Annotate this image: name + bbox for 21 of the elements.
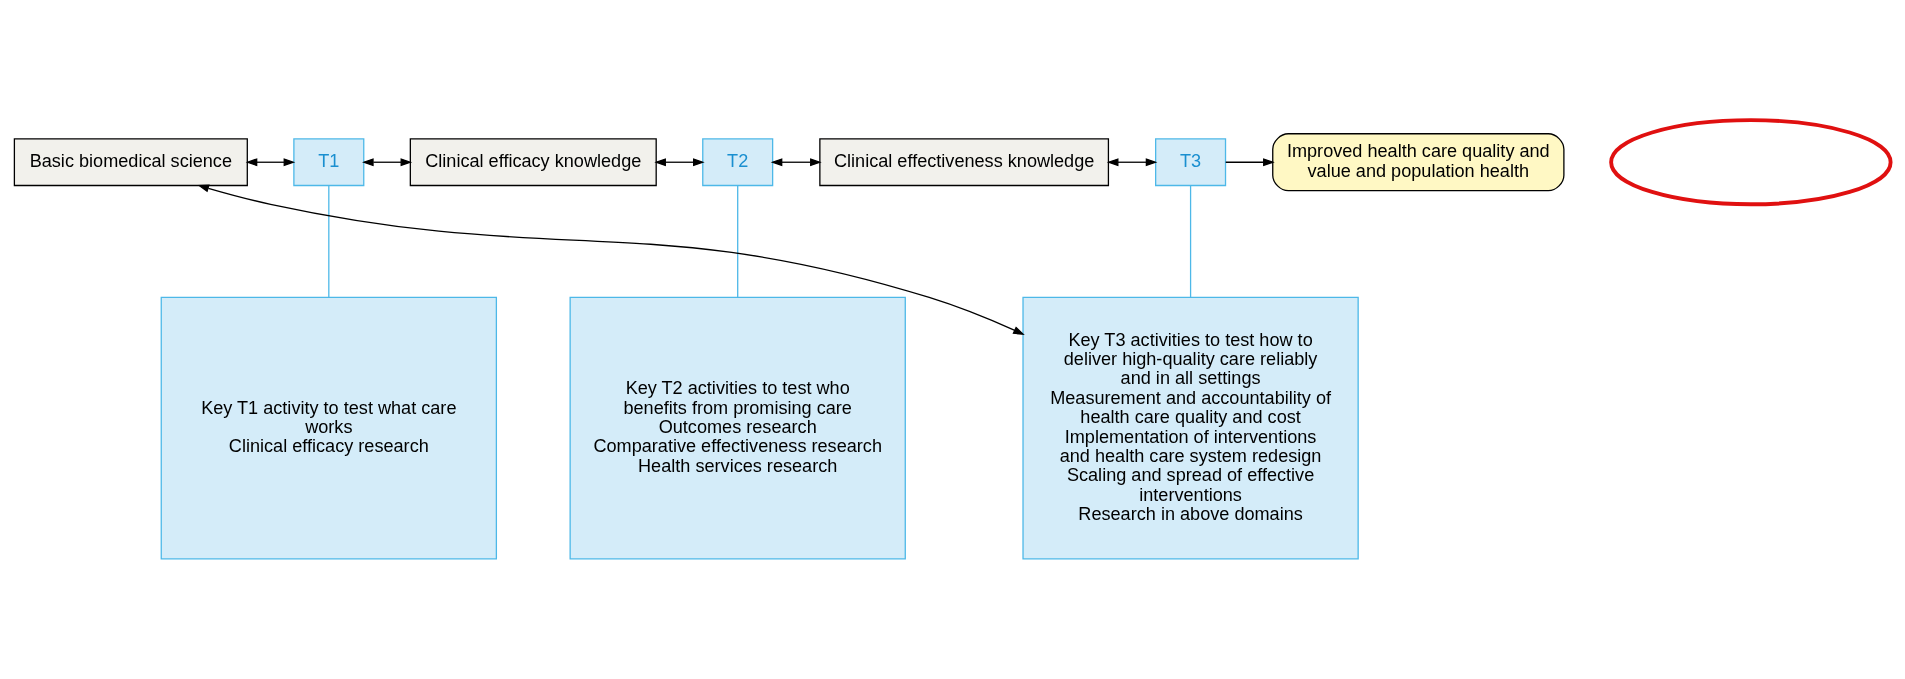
arrow: [1225, 158, 1275, 167]
arrow: [770, 158, 822, 167]
connector: [1189, 184, 1192, 298]
node-box: Key T2 activities to test who benefits from promising care Outcomes research Comparative effectiveness research Health services research: [569, 296, 906, 560]
node-box: Clinical efficacy knowledge: [409, 138, 657, 187]
node-box: Key T3 activities to test how to deliver high-quality care reliably and in all settings Measurement and accountability of health care quality and cost Implementation of interventions and health care system redesign Scaling and spread of effective interventions Research in above domains: [1022, 296, 1359, 560]
arrow: [654, 158, 705, 167]
arrow: [245, 158, 296, 167]
arrow: [1106, 158, 1158, 167]
node-box: T2: [702, 138, 774, 187]
node-ellipse: [1609, 118, 1893, 207]
node-box: T3: [1155, 138, 1227, 187]
node-box: Clinical effectiveness knowledge: [819, 138, 1110, 187]
node-box: Key T1 activity to test what care works Clinical efficacy research: [160, 296, 498, 560]
node-box: T1: [293, 138, 365, 187]
arrow: [197, 184, 1025, 335]
node-box: Basic biomedical science: [13, 138, 248, 187]
arrow: [362, 158, 413, 167]
connector: [328, 184, 330, 298]
node-box: Improved health care quality and value and population health: [1272, 133, 1565, 192]
connector: [737, 184, 739, 298]
